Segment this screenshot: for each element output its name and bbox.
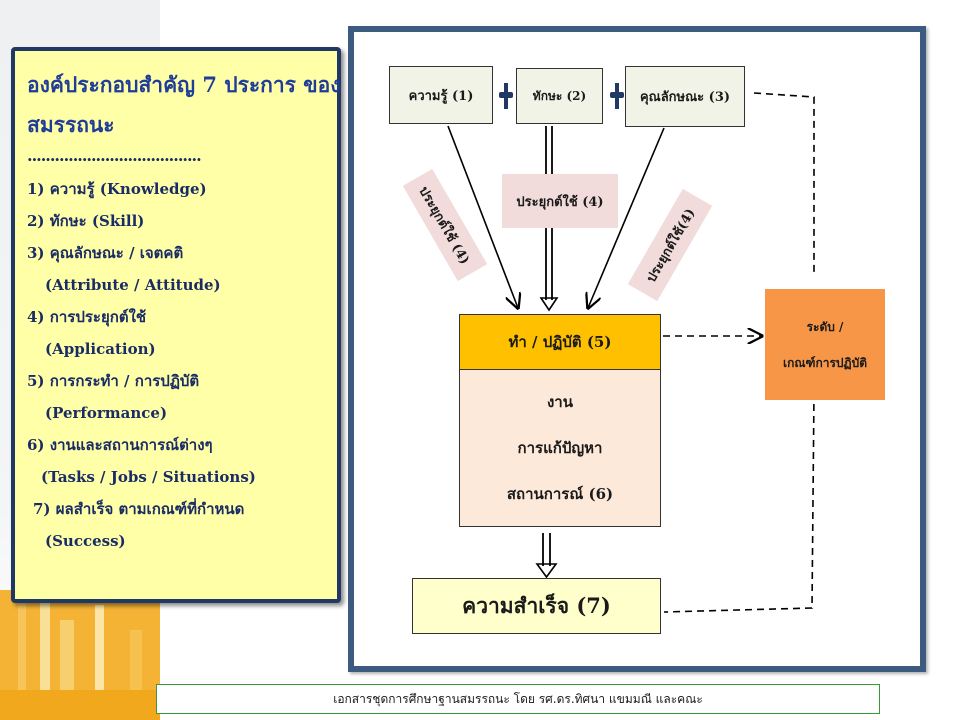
- success-label: ความสำเร็จ (7): [462, 592, 611, 618]
- dashed-line-level-to-success: [663, 391, 815, 613]
- arrow-knowledge-to-perform: [447, 125, 518, 308]
- component-tasks: 6) งานและสถานการณ์ต่างๆ: [27, 436, 213, 454]
- attribute-label: คุณลักษณะ (3): [639, 90, 731, 105]
- task-label-problem-solving: การแก้ปัญหา: [517, 439, 603, 457]
- component-skill: 2) ทักษะ (Skill): [27, 212, 145, 230]
- components-panel: องค์ประกอบสำคัญ 7 ประการ ของ สมรรถนะ ...…: [11, 47, 341, 603]
- component-application: 4) การประยุกต์ใช้: [27, 308, 147, 326]
- arrow-task-to-success-head: [535, 563, 558, 579]
- panel-heading-line-1: องค์ประกอบสำคัญ 7 ประการ ของ: [27, 72, 341, 97]
- plus-icon: [499, 83, 513, 109]
- footer-credit: เอกสารชุดการศึกษาฐานสมรรถนะ โดย รศ.ดร.ทิ…: [156, 684, 880, 714]
- apply-label-center: ประยุกต์ใช้ (4): [502, 174, 618, 228]
- component-application-english: (Application): [45, 340, 156, 358]
- component-attribute-english: (Attribute / Attitude): [45, 276, 221, 294]
- footer-text: เอกสารชุดการศึกษาฐานสมรรถนะ โดย รศ.ดร.ทิ…: [333, 691, 703, 706]
- knowledge-box: ความรู้ (1): [389, 66, 493, 124]
- panel-heading-line-2: สมรรถนะ: [27, 112, 115, 137]
- knowledge-label: ความรู้ (1): [408, 88, 474, 104]
- component-knowledge: 1) ความรู้ (Knowledge): [27, 180, 207, 198]
- arrow-skill-to-perform-head: [539, 297, 559, 312]
- level-label: ระดับ /: [806, 319, 844, 334]
- task-label-work: งาน: [546, 393, 573, 411]
- city-skyline-decoration: [0, 590, 160, 720]
- arrow-attribute-to-perform: [588, 127, 665, 308]
- success-box: ความสำเร็จ (7): [412, 578, 661, 634]
- perform-label: ทำ / ปฏิบัติ (5): [508, 333, 612, 351]
- component-performance: 5) การกระทำ / การปฏิบัติ: [27, 372, 200, 390]
- component-attribute: 3) คุณลักษณะ / เจตคติ: [27, 244, 184, 262]
- component-success: 7) ผลสำเร็จ ตามเกณฑ์ที่กำหนด: [33, 500, 245, 518]
- dashed-line-attribute-to-level: [753, 92, 815, 272]
- perform-box: ทำ / ปฏิบัติ (5): [459, 314, 661, 370]
- task-box: งาน การแก้ปัญหา สถานการณ์ (6): [459, 369, 661, 527]
- criteria-label: เกณฑ์การปฏิบัติ: [783, 355, 867, 370]
- attribute-box: คุณลักษณะ (3): [625, 66, 745, 127]
- plus-icon: [610, 83, 624, 109]
- component-tasks-english: (Tasks / Jobs / Situations): [41, 468, 256, 486]
- skill-box: ทักษะ (2): [516, 68, 603, 124]
- task-label-situation: สถานการณ์ (6): [506, 485, 614, 503]
- performance-level-box: ระดับ / เกณฑ์การปฏิบัติ: [765, 289, 885, 400]
- skill-label: ทักษะ (2): [532, 88, 587, 103]
- dotted-separator: ......................................: [27, 146, 202, 165]
- component-success-english: (Success): [45, 532, 126, 550]
- apply-center-text: ประยุกต์ใช้ (4): [516, 194, 604, 210]
- component-performance-english: (Performance): [45, 404, 168, 422]
